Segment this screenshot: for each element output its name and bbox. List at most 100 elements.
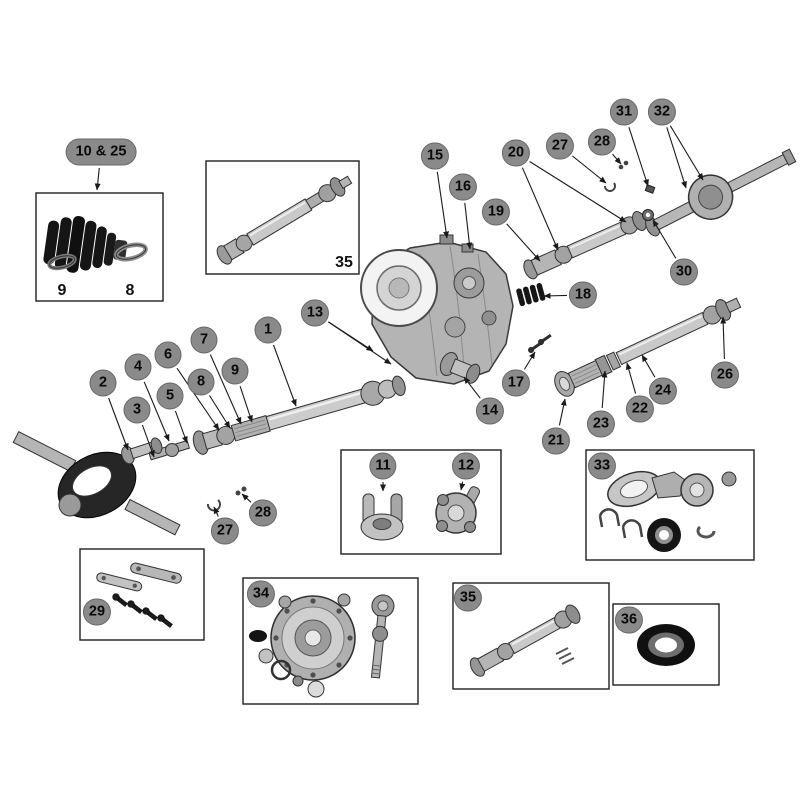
inset-box-29 (79, 548, 205, 641)
diff-housing-kit-34 (249, 593, 395, 698)
front-axle (12, 430, 191, 536)
inset-box-33 (585, 449, 755, 561)
callout-27-axle: 27 (210, 517, 240, 545)
leader-line-23 (601, 370, 608, 409)
callout-17: 17 (501, 369, 531, 397)
seal-36 (637, 624, 695, 666)
callout-14: 14 (475, 397, 505, 425)
inset-box-36 (612, 603, 720, 686)
leader-line-30 (652, 219, 677, 259)
yoke-11 (360, 493, 404, 541)
callout-13: 13 (300, 299, 330, 327)
leader-line-19 (506, 223, 541, 262)
leader-line-2 (108, 397, 129, 451)
callout-1: 1 (254, 316, 282, 344)
callout-31: 31 (609, 98, 639, 126)
callout-10-25: 10 & 25 (65, 138, 137, 166)
leader-line-32 (669, 125, 704, 181)
callout-16: 16 (448, 173, 478, 201)
callout-7: 7 (190, 326, 218, 354)
leader-line-20 (529, 161, 627, 223)
inset-box-35-bottom (452, 582, 610, 690)
front-driveshaft (192, 375, 406, 455)
leader-line-28-top (612, 153, 622, 165)
rear-axle-hardware (604, 160, 656, 221)
callout-30: 30 (669, 258, 699, 286)
leader-line-9-slip (239, 386, 253, 423)
leader-line-27-top (572, 155, 607, 184)
leader-line-26 (720, 316, 727, 360)
callout-23: 23 (586, 410, 616, 438)
leader-line-17 (523, 351, 536, 370)
leader-line-12 (459, 481, 466, 491)
callout-26: 26 (710, 361, 740, 389)
spring-boot-18 (516, 283, 546, 307)
leader-line-32 (666, 127, 687, 189)
leader-line-7 (209, 354, 242, 425)
yoke-kit-33 (598, 470, 737, 552)
callout-4: 4 (124, 353, 152, 381)
callout-20: 20 (501, 139, 531, 167)
callout-22: 22 (625, 395, 655, 423)
leader-line-13 (327, 321, 392, 365)
part-label-9-boot: 9 (57, 282, 67, 299)
callout-6: 6 (154, 341, 182, 369)
leader-line-24 (641, 354, 656, 378)
bolts-17 (528, 333, 552, 353)
transfer-case (360, 234, 514, 385)
leader-line-10-25 (94, 167, 101, 191)
axle-clips (207, 486, 247, 512)
strap-kit-29 (96, 562, 182, 628)
callout-8-slip: 8 (187, 368, 215, 396)
leader-line-15 (436, 171, 450, 239)
callout-24: 24 (648, 377, 678, 405)
leader-line-21 (558, 398, 567, 426)
leader-line-27-axle (213, 506, 220, 517)
leader-line-1 (272, 344, 297, 407)
callout-12: 12 (451, 452, 481, 480)
leader-line-18 (543, 292, 568, 299)
leader-lines (94, 125, 727, 517)
u-joint-pins-35 (555, 647, 575, 665)
leader-line-14 (463, 376, 481, 399)
leader-line-16 (464, 202, 473, 250)
callout-32: 32 (647, 98, 677, 126)
leader-line-20 (521, 167, 559, 251)
leader-line-5 (174, 410, 188, 444)
callout-28-axle: 28 (248, 499, 278, 527)
driveshaft-top-box (216, 175, 353, 265)
rear-lower-driveshaft (554, 297, 742, 397)
callout-18: 18 (568, 281, 598, 309)
cv-yoke-12 (435, 486, 481, 534)
callout-27-top: 27 (545, 132, 575, 160)
leader-line-31 (628, 127, 649, 187)
callout-35-box: 35 (453, 584, 483, 612)
driveshaft-35-box (469, 604, 581, 677)
cv-boot (43, 215, 128, 273)
callout-36: 36 (614, 606, 644, 634)
inset-box-34 (242, 577, 419, 705)
boot-clamp-9 (47, 253, 77, 271)
leader-line-8-slip (209, 395, 231, 429)
callout-11: 11 (369, 452, 397, 480)
leader-line-3 (141, 424, 155, 458)
callout-9-slip: 9 (221, 357, 249, 385)
part-label-35-top: 35 (335, 254, 353, 271)
callout-28-top: 28 (587, 128, 617, 156)
callout-19: 19 (481, 198, 511, 226)
leader-line-6 (176, 367, 220, 431)
boot-clamp-8 (114, 242, 148, 262)
leader-line-22 (625, 362, 637, 394)
inset-box-driveshaft-top (205, 160, 360, 275)
leader-line-4 (143, 381, 170, 442)
inset-box-boot (35, 192, 164, 302)
callout-5: 5 (156, 382, 184, 410)
callout-15: 15 (420, 142, 450, 170)
rear-axle (645, 148, 797, 237)
inset-box-yokes-11-12 (340, 449, 502, 555)
part-label-8-boot: 8 (125, 282, 135, 299)
callout-29: 29 (82, 598, 112, 626)
callout-2: 2 (89, 369, 117, 397)
